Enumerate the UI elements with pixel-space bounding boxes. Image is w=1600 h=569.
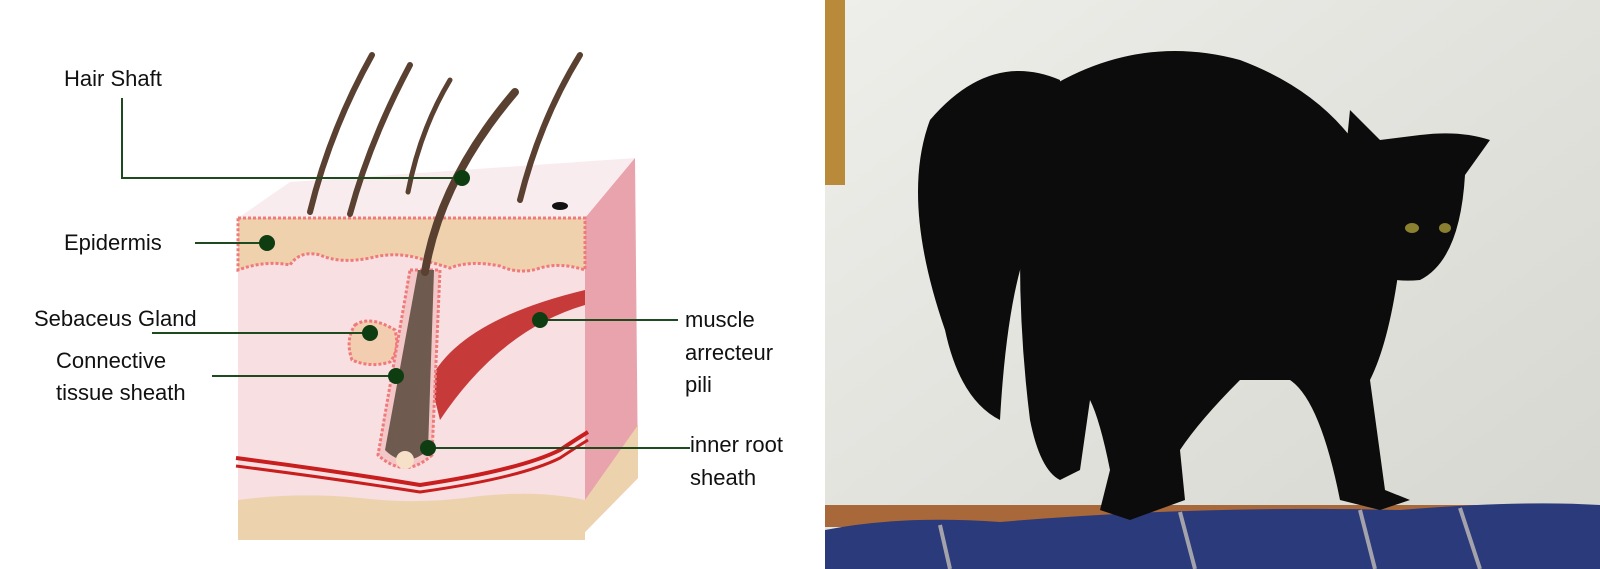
blood-vessel [235, 430, 590, 488]
picture-frame [825, 0, 845, 185]
label-muscle-2: arrecteur [685, 340, 773, 365]
plaid-stripes [938, 507, 1482, 569]
arrector-pili-muscle [430, 290, 585, 420]
couch-cushion [825, 503, 1600, 569]
label-sebaceous-gland: Sebaceus Gland [34, 306, 197, 331]
cat-eye-right [1439, 223, 1451, 233]
cat-body [1020, 51, 1410, 520]
label-muscle-3: pili [685, 372, 712, 397]
label-connective-2: tissue sheath [56, 380, 186, 405]
label-hair-shaft: Hair Shaft [64, 66, 162, 91]
label-inner-root-2: sheath [690, 465, 756, 490]
blood-vessel-2 [235, 438, 589, 494]
sebaceous-gland [347, 319, 399, 367]
hair-root [385, 270, 434, 460]
hair-follicle-diagram: Hair Shaft Epidermis Sebaceus Gland Conn… [34, 52, 783, 540]
black-cat [918, 51, 1490, 520]
fat-side [585, 425, 638, 532]
cat-ear [1345, 110, 1380, 160]
skin-side-face [585, 158, 638, 532]
epidermis-layer [236, 216, 587, 273]
pointer-dots [259, 170, 548, 456]
label-epidermis: Epidermis [64, 230, 162, 255]
hair-papilla [396, 451, 414, 469]
cat-eye-left [1405, 223, 1419, 233]
pore [552, 202, 568, 210]
leader-lines [121, 98, 690, 449]
label-inner-root-1: inner root [690, 432, 783, 457]
fat-layer [238, 493, 585, 540]
cat-head [1330, 133, 1490, 281]
label-connective-1: Connective [56, 348, 166, 373]
label-muscle-1: muscle [685, 307, 755, 332]
skin-top-surface [238, 158, 635, 218]
